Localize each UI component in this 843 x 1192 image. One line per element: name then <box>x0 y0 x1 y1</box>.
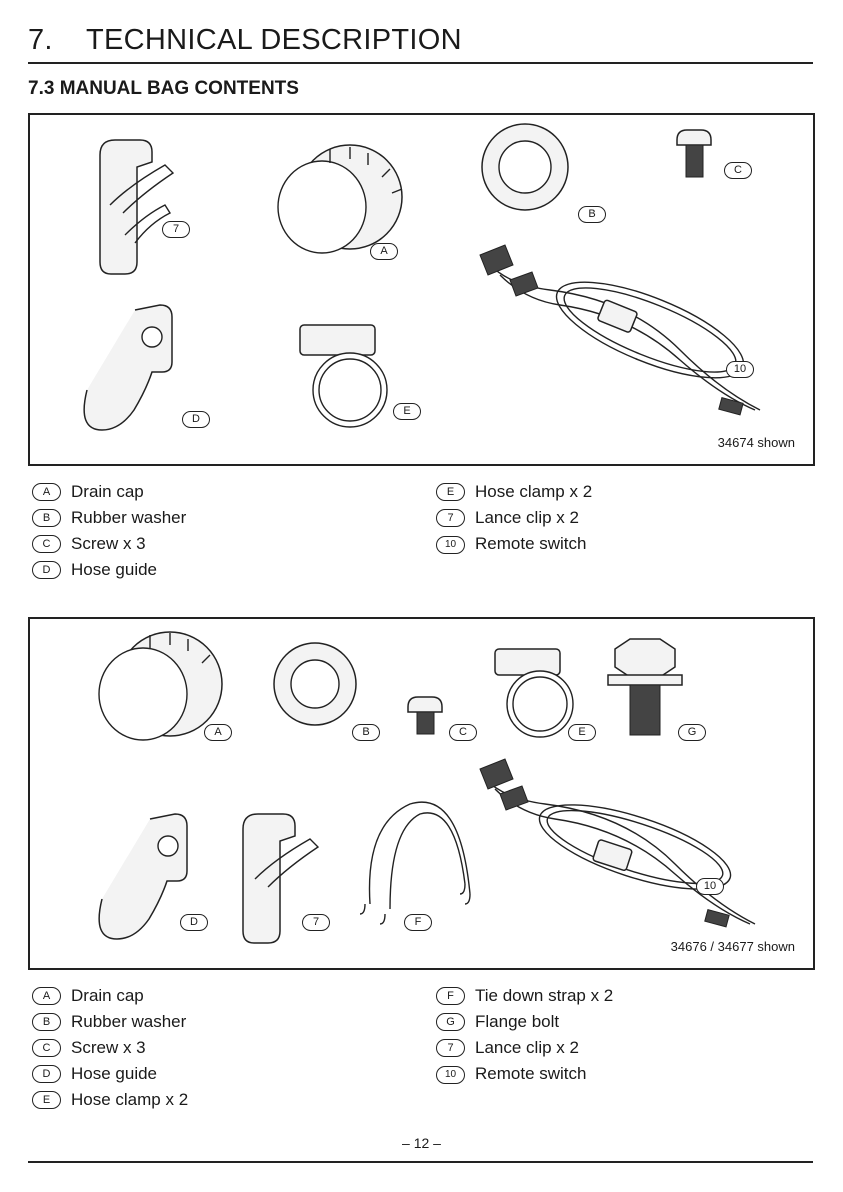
legend-item-drain-cap: A Drain cap <box>32 986 144 1006</box>
callout-d: D <box>182 411 210 428</box>
parts-illustration-2 <box>98 631 756 944</box>
legend-key: C <box>32 1039 61 1057</box>
parts-figure-1: 7 A B C D E 10 34674 shown <box>28 113 815 466</box>
legend-key: E <box>436 483 465 501</box>
legend-label: Hose guide <box>71 560 158 579</box>
drain-cap-illustration <box>277 144 403 254</box>
page-number: – 12 – <box>402 1135 441 1151</box>
callout-c: C <box>724 162 752 179</box>
legend-key: D <box>32 561 61 579</box>
legend-label: Screw x 3 <box>71 1038 146 1057</box>
parts-figure-2: A B C E G D 7 F 10 34676 / 34677 shown <box>28 617 815 970</box>
legend-item-screw: C Screw x 3 <box>32 1038 146 1058</box>
legend-label: Rubber washer <box>71 1012 187 1031</box>
figure-caption: 34676 / 34677 shown <box>670 939 795 954</box>
legend-item-rubber-washer: B Rubber washer <box>32 1012 186 1032</box>
legend-item-drain-cap: A Drain cap <box>32 482 144 502</box>
flange-bolt-illustration <box>607 638 683 736</box>
callout-b: B <box>578 206 606 223</box>
lance-clip-illustration <box>99 139 175 275</box>
legend-key: D <box>32 1065 61 1083</box>
legend-key: A <box>32 483 61 501</box>
legend-item-lance-clip: 7 Lance clip x 2 <box>436 508 579 528</box>
legend-item-hose-clamp: E Hose clamp x 2 <box>436 482 592 502</box>
legend-item-rubber-washer: B Rubber washer <box>32 508 186 528</box>
legend-label: Drain cap <box>71 986 144 1005</box>
legend-key: B <box>32 509 61 527</box>
callout-g: G <box>678 724 706 741</box>
legend-label: Hose clamp x 2 <box>475 482 593 501</box>
callout-a: A <box>370 243 398 260</box>
chapter-title-text: TECHNICAL DESCRIPTION <box>86 24 462 56</box>
legend-key: 7 <box>436 1039 465 1057</box>
legend-label: Lance clip x 2 <box>475 508 579 527</box>
legend-key: G <box>436 1013 465 1031</box>
legend-item-flange-bolt: G Flange bolt <box>436 1012 559 1032</box>
callout-a: A <box>204 724 232 741</box>
title-divider <box>28 62 813 64</box>
legend-label: Screw x 3 <box>71 534 146 553</box>
figure-caption: 34674 shown <box>717 435 795 450</box>
legend-label: Hose clamp x 2 <box>71 1090 189 1109</box>
drain-cap-illustration <box>98 631 223 741</box>
legend-item-hose-guide: D Hose guide <box>32 560 157 580</box>
tie-down-strap-illustration <box>359 801 471 925</box>
remote-switch-illustration <box>479 758 756 928</box>
callout-b: B <box>352 724 380 741</box>
section-title: 7.3 MANUAL BAG CONTENTS <box>28 78 299 99</box>
legend-label: Hose guide <box>71 1064 158 1083</box>
hose-guide-illustration <box>98 813 188 940</box>
legend-key: E <box>32 1091 61 1109</box>
callout-d: D <box>180 914 208 931</box>
legend-item-hose-guide: D Hose guide <box>32 1064 157 1084</box>
washer-illustration <box>481 123 569 211</box>
callout-f: F <box>404 914 432 931</box>
legend-item-hose-clamp: E Hose clamp x 2 <box>32 1090 188 1110</box>
remote-switch-illustration <box>479 244 761 416</box>
legend-label: Drain cap <box>71 482 144 501</box>
legend-key: 7 <box>436 509 465 527</box>
hose-guide-illustration <box>83 304 173 431</box>
legend-key: 10 <box>436 536 465 554</box>
screw-illustration <box>407 696 443 735</box>
legend-label: Lance clip x 2 <box>475 1038 579 1057</box>
chapter-title: 7. TECHNICAL DESCRIPTION <box>28 24 462 57</box>
legend-key: C <box>32 535 61 553</box>
legend-key: 10 <box>436 1066 465 1084</box>
callout-7: 7 <box>302 914 330 931</box>
legend-label: Tie down strap x 2 <box>475 986 614 1005</box>
hose-clamp-illustration <box>299 324 388 428</box>
callout-c: C <box>449 724 477 741</box>
parts-illustration-1 <box>83 123 761 431</box>
legend-key: F <box>436 987 465 1005</box>
legend-item-screw: C Screw x 3 <box>32 534 146 554</box>
legend-label: Remote switch <box>475 534 587 553</box>
callout-e: E <box>568 724 596 741</box>
legend-item-tie-down-strap: F Tie down strap x 2 <box>436 986 613 1006</box>
chapter-number: 7. <box>28 24 53 56</box>
callout-10: 10 <box>696 878 724 895</box>
lance-clip-illustration <box>242 813 320 944</box>
legend-label: Flange bolt <box>475 1012 560 1031</box>
legend-key: A <box>32 987 61 1005</box>
screw-illustration <box>676 129 712 178</box>
callout-7: 7 <box>162 221 190 238</box>
hose-clamp-illustration <box>494 648 574 738</box>
legend-item-lance-clip: 7 Lance clip x 2 <box>436 1038 579 1058</box>
callout-e: E <box>393 403 421 420</box>
footer-divider <box>28 1161 813 1163</box>
legend-item-remote-switch: 10 Remote switch <box>436 1064 586 1084</box>
callout-10: 10 <box>726 361 754 378</box>
legend-label: Rubber washer <box>71 508 187 527</box>
legend-item-remote-switch: 10 Remote switch <box>436 534 586 554</box>
legend-label: Remote switch <box>475 1064 587 1083</box>
washer-illustration <box>273 642 357 726</box>
legend-key: B <box>32 1013 61 1031</box>
